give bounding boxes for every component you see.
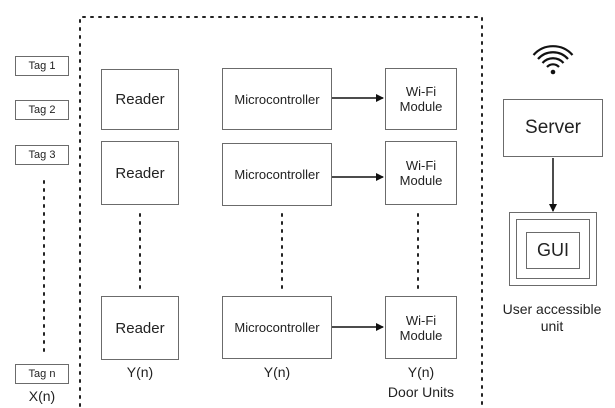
tag-n-box: Tag n	[15, 364, 69, 384]
gui-label: GUI	[536, 240, 569, 260]
door-units-label: Door Units	[387, 384, 455, 400]
tag-2-label: Tag 2	[28, 104, 56, 116]
server-label: Server	[525, 117, 581, 138]
wifi-signal-icon	[532, 45, 574, 75]
microcontroller-2-label: Microcontroller	[234, 167, 320, 182]
microcontroller-1-box: Microcontroller	[222, 68, 332, 130]
wifi-module-2-label: Wi-Fi Module	[399, 158, 443, 188]
tag-1-box: Tag 1	[15, 56, 69, 76]
tag-2-box: Tag 2	[15, 100, 69, 120]
microcontroller-2-box: Microcontroller	[222, 143, 332, 206]
reader-1-label: Reader	[115, 91, 165, 108]
reader-3-box: Reader	[101, 296, 179, 360]
wifi-count-label: Y(n)	[407, 364, 435, 380]
microcontroller-3-box: Microcontroller	[222, 296, 332, 359]
tag-n-label: Tag n	[28, 368, 56, 380]
tag-3-label: Tag 3	[28, 149, 56, 161]
reader-1-box: Reader	[101, 69, 179, 130]
door-units-boundary	[79, 16, 483, 407]
wifi-module-3-box: Wi-Fi Module	[385, 296, 457, 359]
reader-2-label: Reader	[115, 164, 165, 182]
wifi-module-1-label: Wi-Fi Module	[399, 84, 443, 114]
server-box: Server	[503, 99, 603, 157]
tag-1-label: Tag 1	[28, 60, 56, 72]
user-unit-label: User accessible unit	[502, 301, 602, 334]
wifi-module-2-box: Wi-Fi Module	[385, 141, 457, 205]
reader-2-box: Reader	[101, 141, 179, 205]
microcontroller-3-label: Microcontroller	[234, 320, 320, 335]
gui-box: GUI	[526, 232, 580, 269]
reader-3-label: Reader	[115, 319, 165, 337]
readers-count-label: Y(n)	[126, 364, 154, 380]
microcontrollers-count-label: Y(n)	[263, 364, 291, 380]
wifi-module-3-label: Wi-Fi Module	[399, 312, 443, 343]
tag-3-box: Tag 3	[15, 145, 69, 165]
microcontroller-1-label: Microcontroller	[234, 91, 320, 107]
tags-count-label: X(n)	[28, 388, 56, 404]
wifi-module-1-box: Wi-Fi Module	[385, 68, 457, 130]
